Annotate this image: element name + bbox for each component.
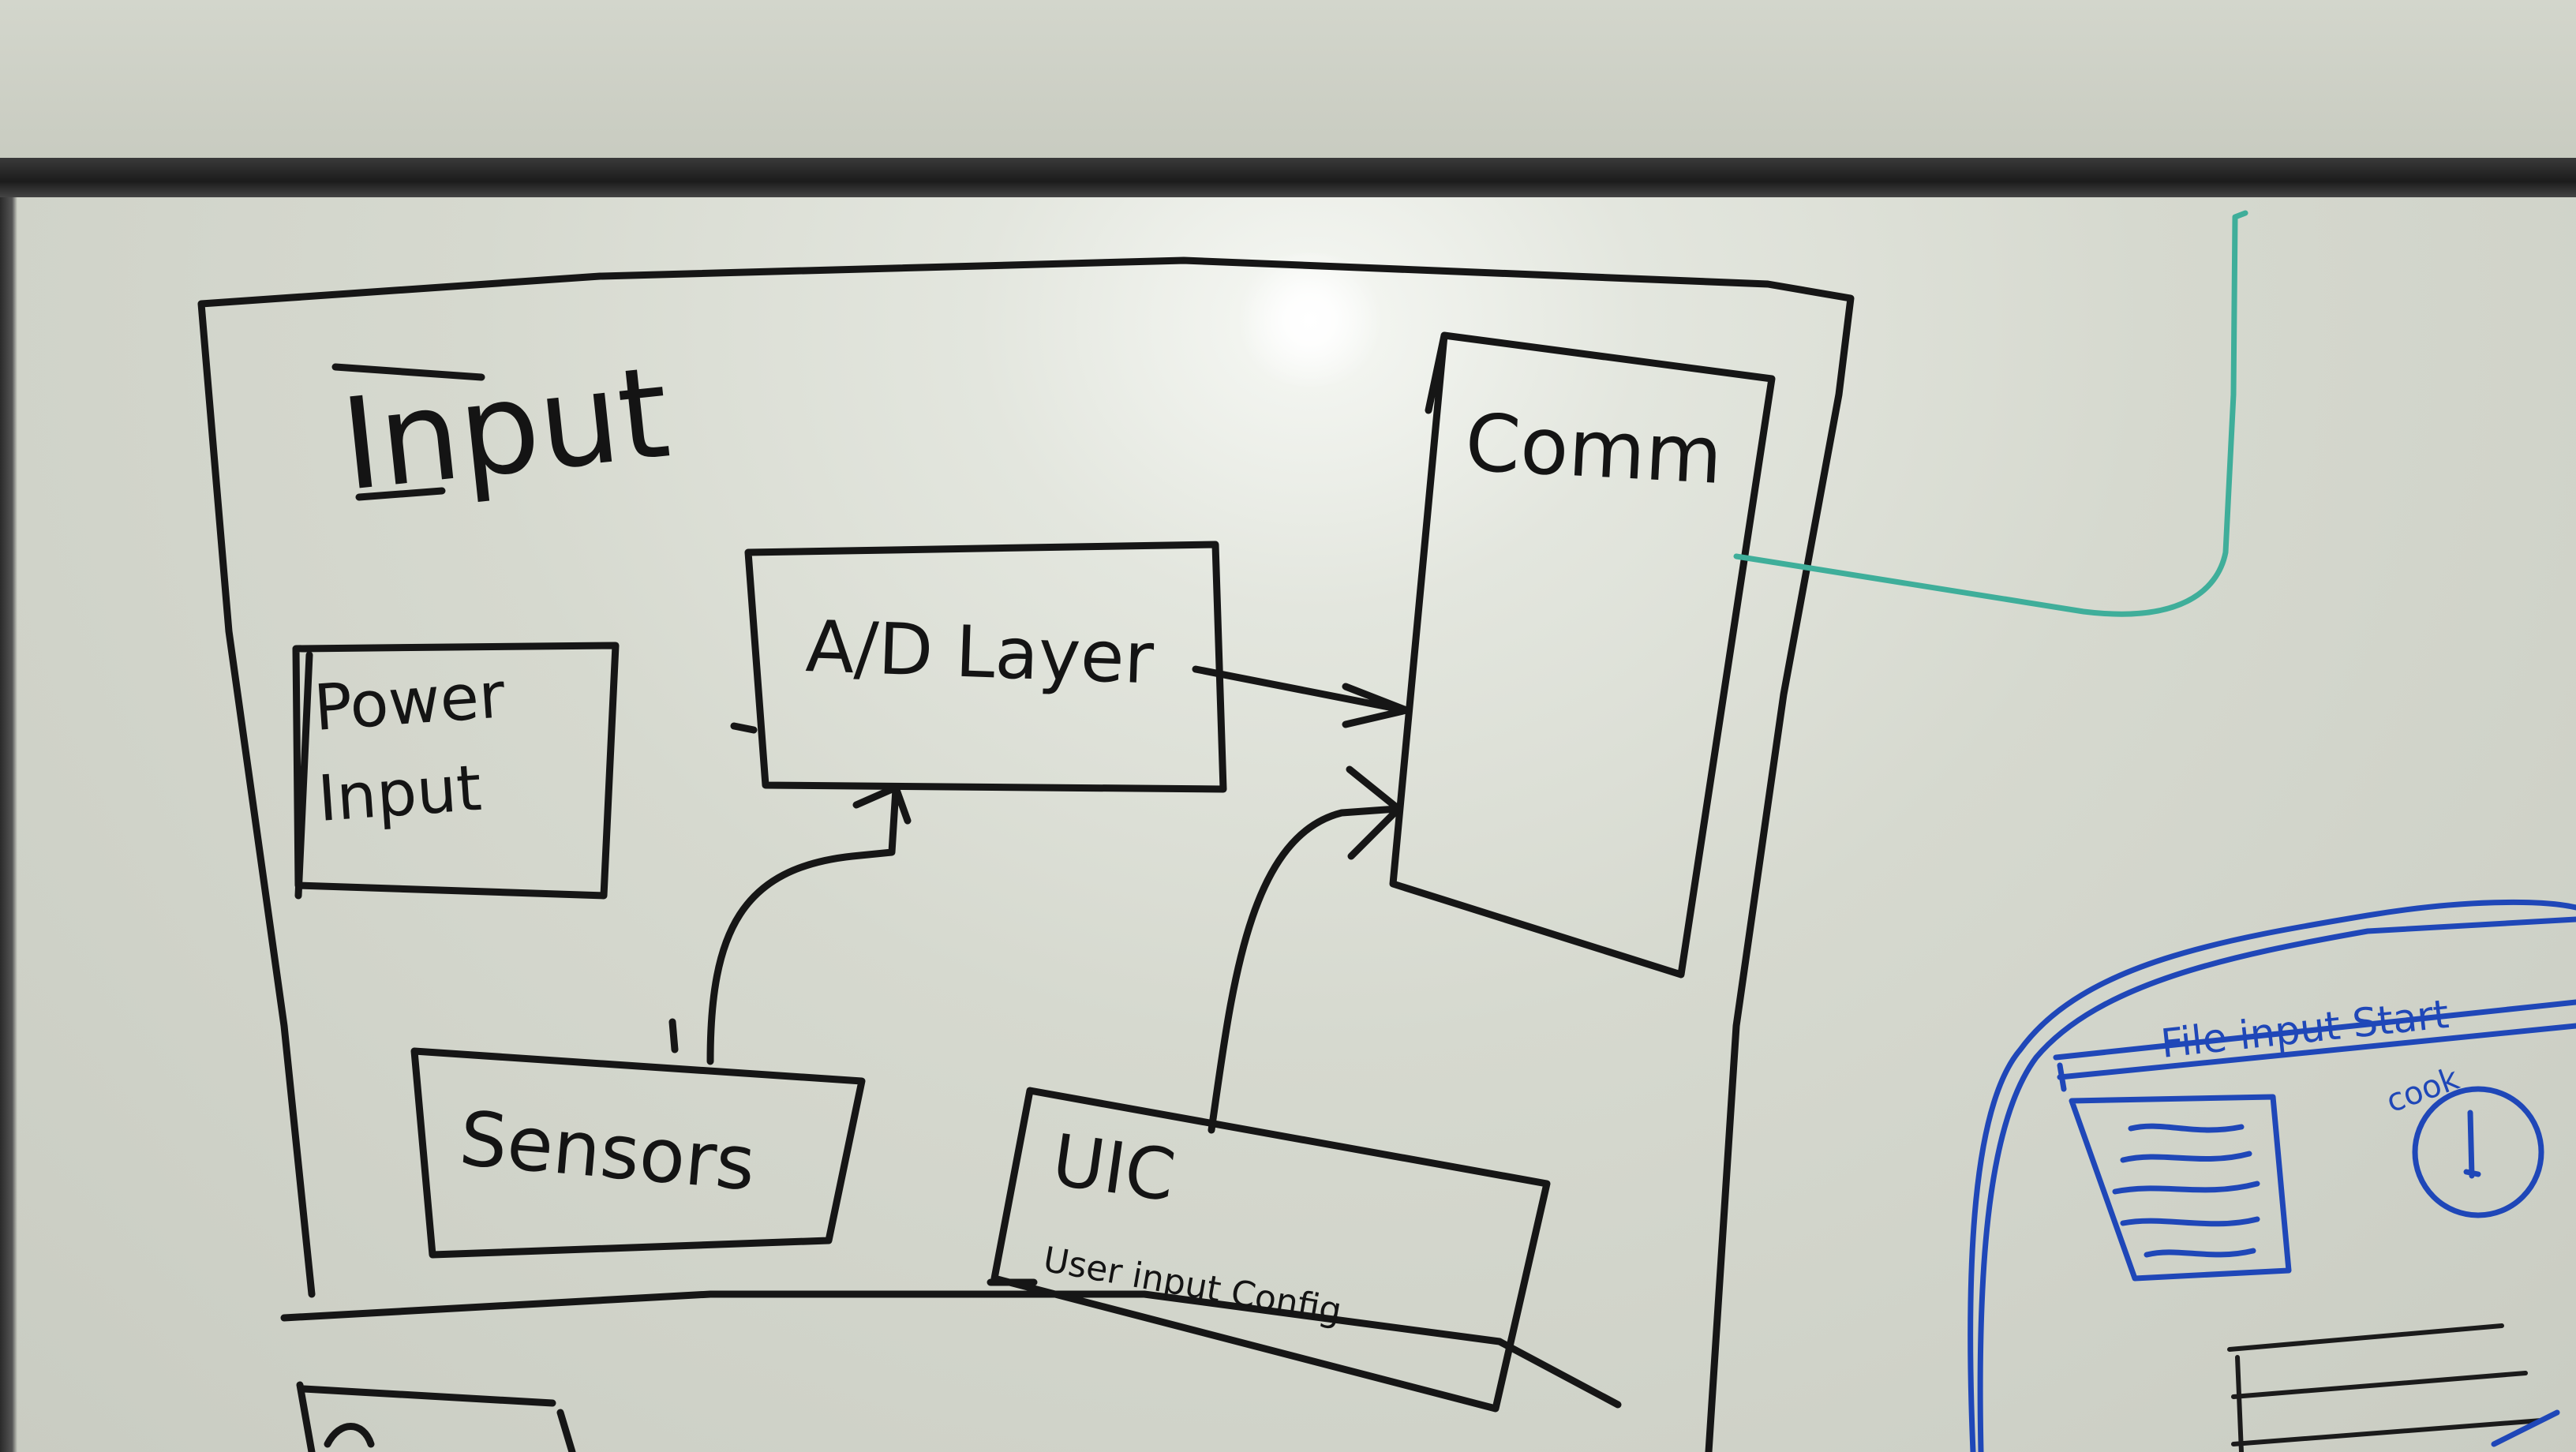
uic-box	[987, 1087, 1551, 1413]
ui-sketch-text-lines	[2112, 1123, 2260, 1258]
sensors-label: Sensors	[456, 1095, 758, 1207]
comm-box	[1389, 331, 1776, 979]
ui-sketch-window	[2053, 999, 2576, 1282]
ad-layer-box	[730, 541, 1227, 793]
whiteboard-top-frame	[0, 158, 2576, 197]
arrow-sensors-to-ad	[668, 784, 912, 1065]
sketch-table-lines	[2227, 1323, 2544, 1452]
sketch-blue-diagonal	[2491, 1409, 2560, 1447]
power-input-box	[292, 642, 620, 900]
wall-background	[0, 0, 2576, 166]
ad-layer-label: A/D Layer	[804, 605, 1155, 700]
teal-connector-line	[1733, 210, 2248, 617]
power-input-label-line2: Input	[316, 751, 484, 836]
lower-box-partial	[296, 1381, 576, 1452]
light-glare	[1231, 253, 1389, 387]
uic-label: UIC	[1047, 1119, 1180, 1218]
input-outer-box	[197, 256, 1855, 1452]
arrow-uic-to-comm	[1208, 765, 1402, 1134]
arrow-ad-to-comm	[1192, 665, 1410, 728]
ui-sketch-gauge	[2412, 1086, 2544, 1218]
power-input-label-line1: Power	[312, 658, 507, 745]
ui-sketch-gauge-label: cook	[2382, 1061, 2465, 1121]
input-title-serif	[331, 363, 485, 501]
uic-subtitle: User input Config	[1040, 1240, 1345, 1332]
comm-label: Comm	[1463, 396, 1725, 502]
whiteboard-left-frame	[0, 197, 17, 1452]
ui-sketch-outline	[1968, 899, 2576, 1452]
ui-sketch-gauge-needle	[2463, 1110, 2481, 1179]
sensors-box	[410, 1047, 866, 1259]
